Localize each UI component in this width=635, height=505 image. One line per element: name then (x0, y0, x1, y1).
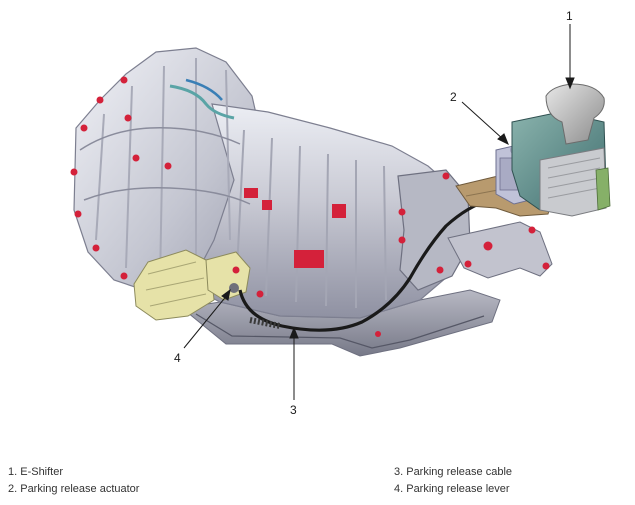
legend-item-parking-release-lever: 4. Parking release lever (394, 483, 510, 495)
parking-release-lever-assembly (133, 249, 251, 321)
callout-number-2: 2 (450, 90, 457, 104)
legend-item-e-shifter: 1. E-Shifter (8, 466, 64, 478)
legend-column-left: 1. E-Shifter 2. Parking release actuator (8, 464, 139, 498)
red-bolts (70, 76, 550, 337)
transmission-diagram: 1 2 3 4 (70, 9, 611, 417)
legend-item-parking-release-cable: 3. Parking release cable (394, 466, 513, 478)
legend-item-parking-release-actuator: 2. Parking release actuator (8, 483, 140, 495)
parking-release-cable (238, 198, 491, 332)
legend-column-right: 3. Parking release cable 4. Parking rele… (394, 464, 512, 498)
callout-number-1: 1 (566, 9, 573, 23)
callout-number-4: 4 (174, 351, 181, 365)
shifter-knob (545, 83, 605, 145)
e-shifter (511, 83, 611, 217)
callout-number-3: 3 (290, 403, 297, 417)
callout-leaders (183, 24, 575, 400)
legend: 1. E-Shifter 2. Parking release actuator… (0, 464, 635, 504)
transmission-housing (73, 47, 553, 357)
rear-mount (447, 221, 553, 279)
